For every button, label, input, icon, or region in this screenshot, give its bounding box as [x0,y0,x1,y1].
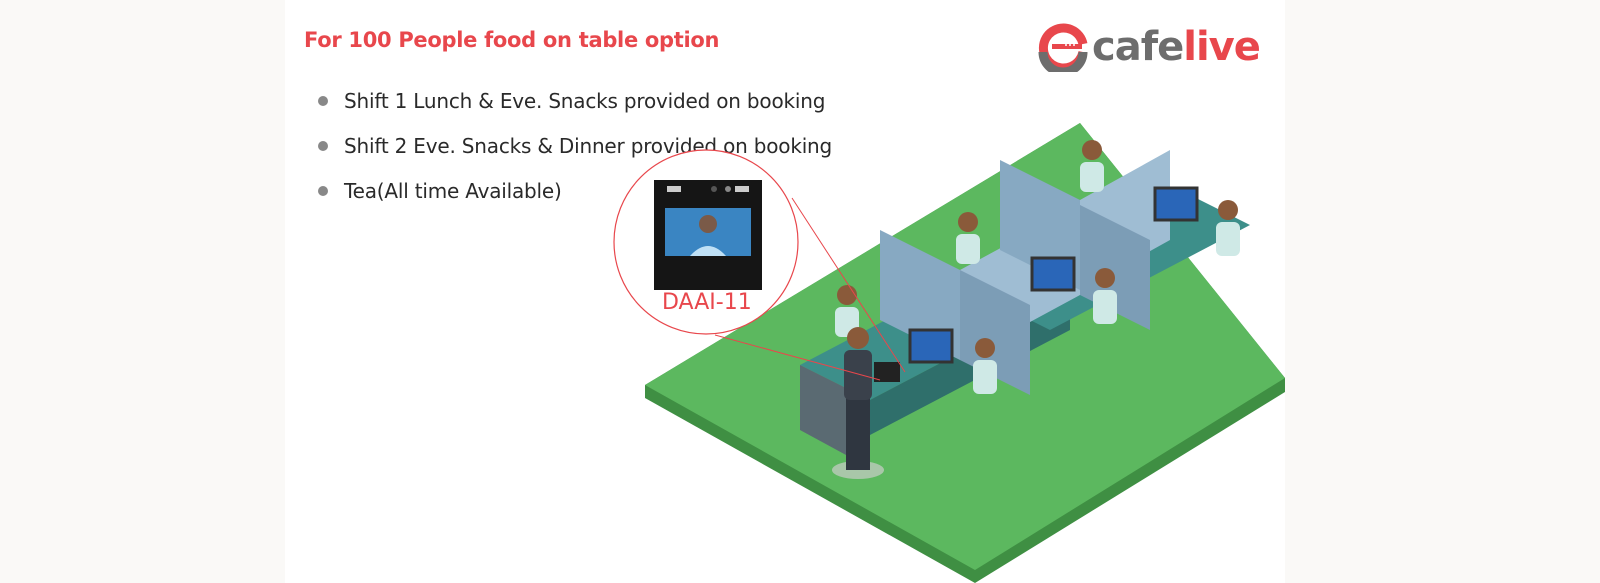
partition [880,230,960,360]
page-title: For 100 People food on table option [304,28,720,52]
bullet-icon [318,95,328,106]
monitor [1030,256,1076,292]
bullet-icon [318,185,328,196]
list-item-text: Shift 1 Lunch & Eve. Snacks provided on … [344,88,826,113]
list-item-text: Shift 2 Eve. Snacks & Dinner provided on… [344,133,833,158]
plate-icon [1038,23,1088,72]
standing-person [846,395,870,470]
list-item: Shift 1 Lunch & Eve. Snacks provided on … [318,78,832,123]
list-item: Tea(All time Available) [318,168,832,213]
monitor [908,328,954,364]
list-item-text: Tea(All time Available) [344,178,562,203]
monitor [1153,186,1199,222]
tablet [874,362,900,382]
list-item: Shift 2 Eve. Snacks & Dinner provided on… [318,123,832,168]
feature-list: Shift 1 Lunch & Eve. Snacks provided on … [318,78,832,213]
logo-text-cafe: cafe [1092,24,1184,70]
people [835,140,1240,394]
logo-text-live: live [1183,24,1261,70]
bullet-icon [318,140,328,151]
device-label: DAAI-11 [662,290,752,315]
